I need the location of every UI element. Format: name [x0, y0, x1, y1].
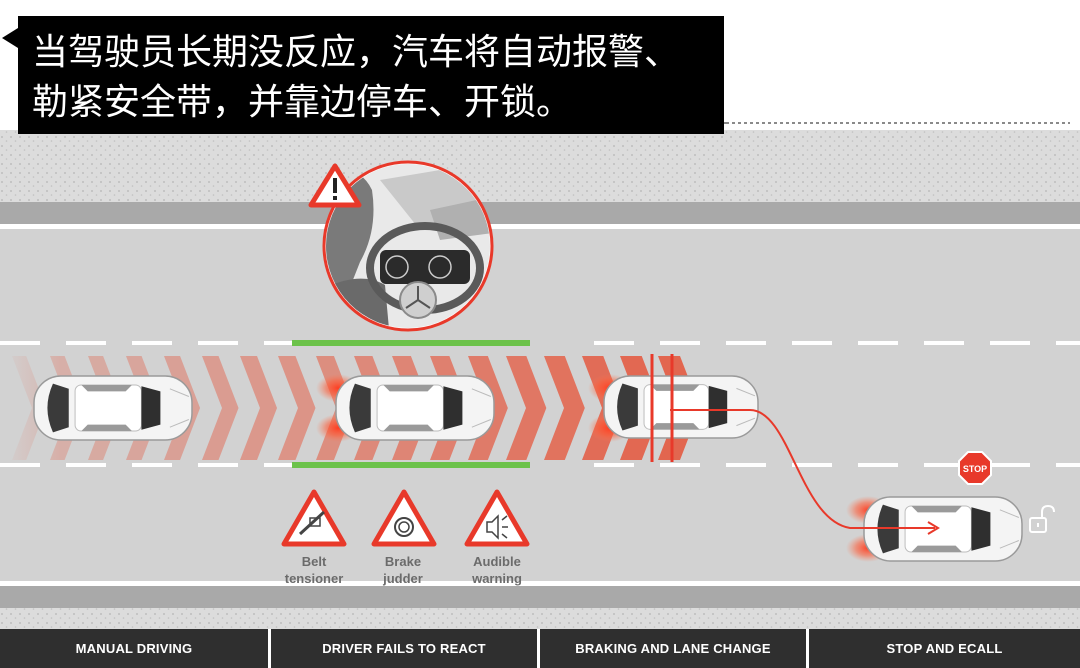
lane-dash: [264, 341, 304, 345]
car-icon: [33, 375, 193, 441]
lane-dash: [858, 463, 898, 467]
stage-braking-lane-change: BRAKING AND LANE CHANGE: [540, 629, 806, 668]
stage-stop-ecall: STOP AND ECALL: [809, 629, 1080, 668]
lane-dash: [66, 341, 106, 345]
lane-dash: [594, 341, 634, 345]
caption-box: 当驾驶员长期没反应，汽车将自动报警、 勒紧安全带，并靠边停车、开锁。: [18, 16, 724, 134]
chevron-arrow: [544, 356, 585, 460]
lane-dash: [792, 463, 832, 467]
caption-pointer: [2, 28, 18, 48]
lane-dash: [858, 341, 898, 345]
lane-dash: [726, 463, 766, 467]
brake-judder-icon: [371, 489, 437, 547]
lane-dash: [726, 341, 766, 345]
green-marker-bottom: [292, 462, 530, 468]
lane-dash: [924, 463, 964, 467]
brake-judder-label: Brake judder: [383, 554, 423, 586]
chevron-arrow: [240, 356, 277, 460]
chevron-arrow: [278, 356, 316, 460]
lane-dash: [132, 341, 172, 345]
audible-warning-icon: [464, 489, 530, 547]
car-icon: [603, 375, 759, 439]
lane-dash: [132, 463, 172, 467]
lane-dash: [264, 463, 304, 467]
lane-change-path: [670, 409, 935, 529]
lane-dash: [198, 463, 238, 467]
stage-manual-driving: MANUAL DRIVING: [0, 629, 268, 668]
stage-driver-fails: DRIVER FAILS TO REACT: [271, 629, 537, 668]
unlock-icon: [1029, 504, 1055, 533]
chevron-arrow: [468, 356, 508, 460]
caption-line-2: 勒紧安全带，并靠边停车、开锁。: [32, 82, 573, 123]
lane-dash: [0, 341, 40, 345]
caption-line-1: 当驾驶员长期没反应，汽车将自动报警、: [32, 32, 681, 73]
lane-dash: [198, 341, 238, 345]
stop-sign: STOP: [958, 451, 992, 485]
belt-tensioner-label: Belt tensioner: [284, 554, 344, 586]
lane-dash: [660, 463, 700, 467]
chevron-arrow: [164, 356, 201, 460]
lane-dash: [0, 463, 40, 467]
lane-dash: [594, 463, 634, 467]
lane-dash: [1056, 341, 1080, 345]
lane-dash: [990, 341, 1030, 345]
chevron-arrow: [506, 356, 547, 460]
belt-tensioner-icon: [281, 489, 347, 547]
stage-bar: MANUAL DRIVING DRIVER FAILS TO REACT BRA…: [0, 629, 1080, 668]
lane-dash: [1056, 463, 1080, 467]
green-marker-top: [292, 340, 530, 346]
warning-triangle-icon: [308, 163, 362, 208]
chevron-arrow: [202, 356, 239, 460]
lane-markings: [0, 341, 1080, 467]
audible-warning-label: Audible warning: [472, 554, 522, 586]
lane-dash: [990, 463, 1030, 467]
stop-sign-label: STOP: [963, 464, 987, 474]
lane-dash: [66, 463, 106, 467]
car-icon: [335, 375, 495, 441]
lane-dash: [924, 341, 964, 345]
lane-dash: [792, 341, 832, 345]
lane-dash: [660, 341, 700, 345]
driver-inset: [322, 160, 494, 332]
